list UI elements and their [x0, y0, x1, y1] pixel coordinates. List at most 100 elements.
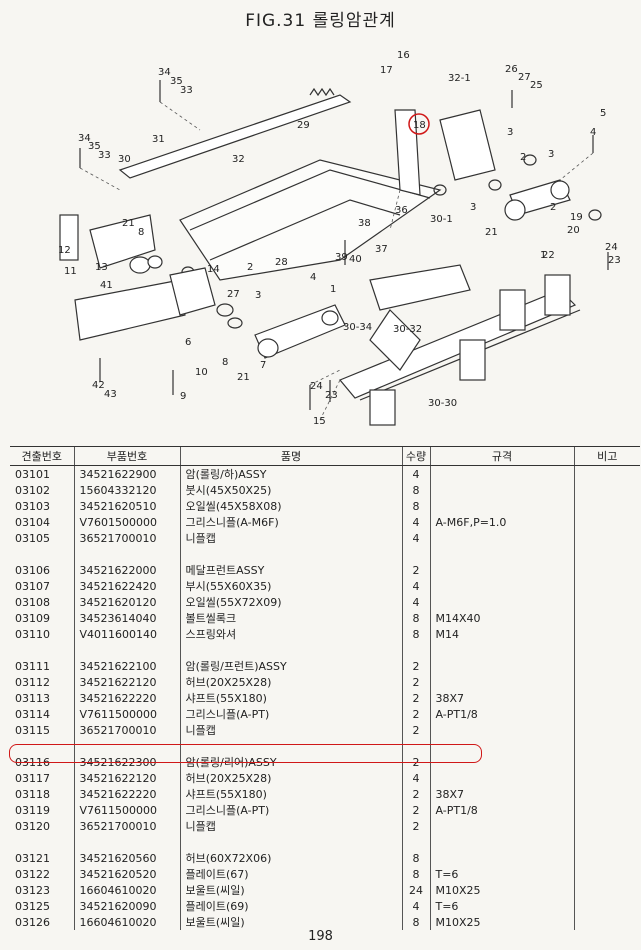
cell-spec [429, 850, 574, 866]
cell-name: 암(롤링/하)ASSY [179, 465, 402, 482]
cell-name: 오일씰(45X58X08) [179, 498, 402, 514]
cell-part [73, 834, 180, 850]
cell-name: 그리스니플(A-PT) [179, 802, 402, 818]
callout-label: 15 [313, 416, 326, 427]
cell-remarks [573, 562, 640, 578]
cell-name: 플레이트(69) [179, 898, 402, 914]
callout-label: 33 [98, 150, 111, 161]
callout-label: 30-34 [343, 322, 372, 333]
cell-name: 오일씰(55X72X09) [179, 594, 402, 610]
cell-no: 03107 [15, 579, 50, 593]
cell-remarks [573, 722, 640, 738]
callout-label: 17 [380, 65, 393, 76]
cell-name: 메달프런트ASSY [179, 562, 402, 578]
cell-no: 03111 [15, 659, 50, 673]
cell-qty: 24 [401, 882, 430, 898]
cell-part: 15604332120 [73, 482, 180, 498]
callout-label: 25 [530, 80, 543, 91]
cell-name: 니플캡 [179, 530, 402, 546]
cell-name: 그리스니플(A-PT) [179, 706, 402, 722]
cell-name: 보울트(씨일) [179, 882, 402, 898]
cell-spec: T=6 [429, 898, 574, 914]
cell-part [73, 738, 180, 754]
cell-name [179, 834, 402, 850]
cell-spec [429, 546, 574, 562]
cell-remarks [573, 626, 640, 642]
cell-spec: A-PT1/8 [429, 802, 574, 818]
callout-label: 9 [180, 391, 186, 402]
cell-name: 볼트씰록크 [179, 610, 402, 626]
callout-label: 39 [335, 252, 348, 263]
callout-label: 7 [260, 360, 266, 371]
cell-remarks [573, 642, 640, 658]
cell-spec [429, 738, 574, 754]
header-part-no: 부품번호 [73, 446, 180, 466]
callout-label: 37 [375, 244, 388, 255]
callout-label: 35 [88, 141, 101, 152]
cell-spec [429, 498, 574, 514]
cell-spec: A-PT1/8 [429, 706, 574, 722]
cell-spec [429, 770, 574, 786]
cell-remarks [573, 578, 640, 594]
cell-spec: M14X40 [429, 610, 574, 626]
callout-label: 40 [349, 254, 362, 265]
cell-no: 03109 [15, 611, 50, 625]
cell-no: 03106 [15, 563, 50, 577]
cell-no: 03110 [15, 627, 50, 641]
cell-name: 보울트(씨일) [179, 914, 402, 930]
cell-qty [401, 738, 430, 754]
cell-spec [429, 530, 574, 546]
cell-qty [401, 642, 430, 658]
cell-part: 36521700010 [73, 530, 180, 546]
callout-label: 23 [608, 255, 620, 266]
cell-spec: A-M6F,P=1.0 [429, 514, 574, 530]
cell-spec: M10X25 [429, 914, 574, 930]
callout-label: 42 [92, 380, 105, 391]
cell-part: V4011600140 [73, 626, 180, 642]
callout-label-highlighted: 18 [413, 120, 426, 131]
table-spacer-row [10, 546, 640, 562]
cell-remarks [573, 498, 640, 514]
cell-no: 03123 [15, 883, 50, 897]
cell-remarks [573, 754, 640, 770]
callout-label: 30 [118, 154, 131, 165]
header-part-name: 품명 [179, 446, 402, 466]
cell-qty: 8 [401, 850, 430, 866]
callout-label: 8 [222, 357, 228, 368]
cell-no: 03105 [15, 531, 50, 545]
callout-label: 43 [104, 389, 117, 400]
cell-qty: 2 [401, 562, 430, 578]
cell-part: 34521622220 [73, 690, 180, 706]
cell-remarks [573, 818, 640, 834]
cell-remarks [573, 690, 640, 706]
cell-qty: 4 [401, 770, 430, 786]
cell-spec [429, 674, 574, 690]
cell-remarks [573, 850, 640, 866]
header-spec: 규격 [429, 446, 574, 466]
cell-no: 03117 [15, 771, 50, 785]
cell-part: 16604610020 [73, 914, 180, 930]
callout-label: 2 [550, 202, 556, 213]
callout-label: 1 [540, 250, 546, 261]
callout-label: 30-32 [393, 324, 422, 335]
cell-remarks [573, 658, 640, 674]
cell-remarks [573, 786, 640, 802]
callout-label: 16 [397, 50, 410, 61]
cell-remarks [573, 882, 640, 898]
cell-part: V7611500000 [73, 802, 180, 818]
cell-name: 허브(20X25X28) [179, 770, 402, 786]
cell-name: 암(롤링/프런트)ASSY [179, 658, 402, 674]
cell-remarks [573, 866, 640, 882]
cell-spec [429, 642, 574, 658]
